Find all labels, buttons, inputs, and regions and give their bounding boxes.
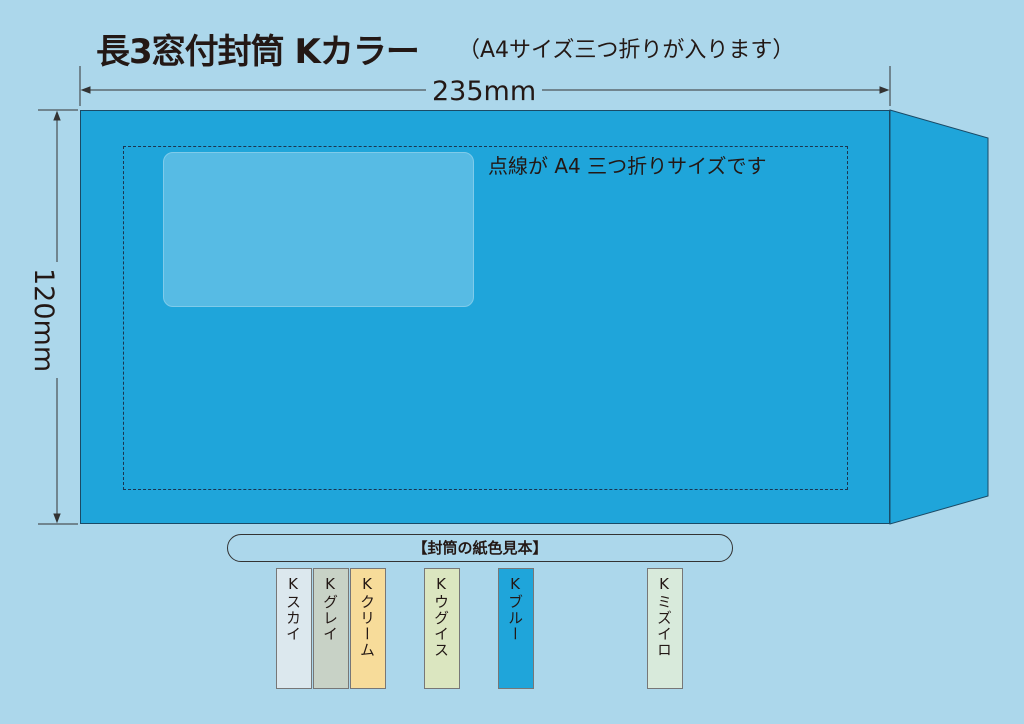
swatch-k-sky: Kスカイ [276,568,312,689]
envelope-window [163,152,474,307]
page-subtitle: （A4サイズ三つ折りが入ります） [458,38,795,63]
height-dimension: 120mm [28,262,59,379]
swatch-k-cream: Kクリーム [350,568,386,689]
swatch-legend-title: 【封筒の紙色見本】 [227,534,733,562]
a4-trifold-outline [123,146,848,490]
swatch-k-mizuiro: Kミズイロ [647,568,683,689]
swatch-k-gray: Kグレイ [313,568,349,689]
page-title: 長3窓付封筒 Kカラー [96,32,420,72]
width-dimension: 235mm [426,76,543,107]
a4-outline-label: 点線が A4 三つ折りサイズです [488,154,767,178]
swatch-k-blue: Kブルー [498,568,534,689]
swatch-k-uguisu: Kウグイス [424,568,460,689]
envelope-flap [889,109,989,525]
